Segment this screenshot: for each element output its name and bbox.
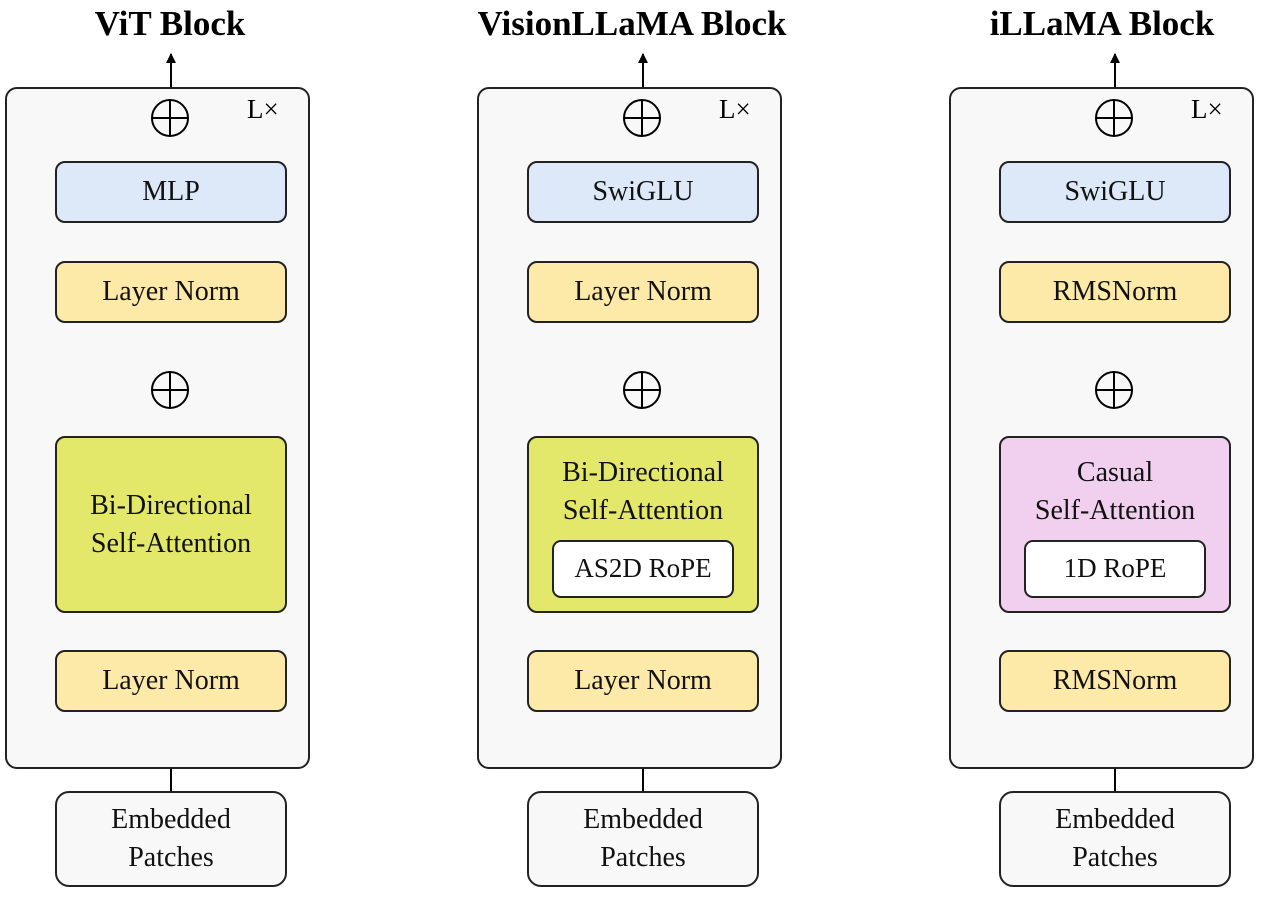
vit-mlp-box: MLP <box>55 161 287 223</box>
visionllama-block-title: VisionLLaMA Block <box>477 4 787 43</box>
illama-block-title: iLLaMA Block <box>989 4 1215 43</box>
visionllama-rope-box: AS2D RoPE <box>552 539 734 598</box>
visionllama-input-line2: Patches <box>600 842 686 873</box>
visionllama-swiglu-box: SwiGLU <box>527 161 759 223</box>
illama-residual-add-top <box>1095 99 1133 137</box>
vit-repeat-label: L× <box>247 94 279 124</box>
illama-attention-line2: Self-Attention <box>1034 494 1196 526</box>
illama-attention-line1: Casual <box>1076 457 1154 488</box>
vit-norm-bottom-box: Layer Norm <box>55 650 287 712</box>
vit-norm-top-box: Layer Norm <box>55 261 287 323</box>
illama-input-line1: Embedded <box>1055 804 1175 836</box>
illama-swiglu-box: SwiGLU <box>999 161 1231 223</box>
illama-norm-bottom-box: RMSNorm <box>999 650 1231 712</box>
visionllama-residual-add-top <box>623 99 661 137</box>
vit-attention-line2: Self-Attention <box>90 527 252 559</box>
vit-attention-box: Bi-Directional Self-Attention <box>55 436 287 613</box>
visionllama-input-line1: Embedded <box>583 804 703 836</box>
visionllama-norm-top-box: Layer Norm <box>527 261 759 323</box>
illama-input-box: Embedded Patches <box>999 791 1231 887</box>
illama-rope-box: 1D RoPE <box>1024 539 1206 598</box>
illama-repeat-label: L× <box>1191 94 1223 124</box>
vit-input-line2: Patches <box>128 842 214 873</box>
visionllama-attention-box: Bi-Directional Self-Attention AS2D RoPE <box>527 436 759 613</box>
visionllama-attention-line1: Bi-Directional <box>562 457 724 488</box>
vit-residual-add-top <box>151 99 189 137</box>
visionllama-residual-add-bottom <box>623 371 661 409</box>
visionllama-input-box: Embedded Patches <box>527 791 759 887</box>
vit-input-line1: Embedded <box>111 804 231 836</box>
vit-block-title: ViT Block <box>94 4 246 43</box>
visionllama-norm-bottom-box: Layer Norm <box>527 650 759 712</box>
vit-input-box: Embedded Patches <box>55 791 287 887</box>
illama-input-line2: Patches <box>1072 842 1158 873</box>
visionllama-attention-line2: Self-Attention <box>562 494 724 526</box>
illama-residual-add-bottom <box>1095 371 1133 409</box>
visionllama-repeat-label: L× <box>719 94 751 124</box>
illama-attention-box: Casual Self-Attention 1D RoPE <box>999 436 1231 613</box>
vit-attention-line1: Bi-Directional <box>90 489 252 521</box>
illama-norm-top-box: RMSNorm <box>999 261 1231 323</box>
vit-residual-add-bottom <box>151 371 189 409</box>
